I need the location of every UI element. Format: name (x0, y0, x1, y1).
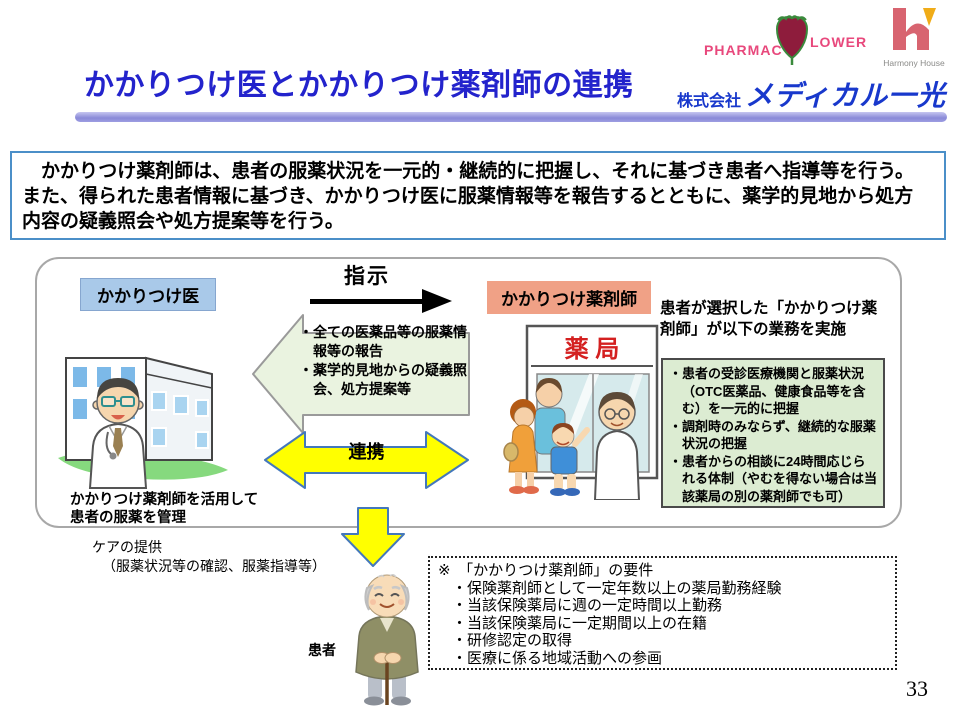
cooperation-label: 連携 (348, 442, 385, 462)
duties-box: ・患者の受診医療機関と服薬状況（OTC医薬品、健康食品等を含む）を一元的に把握 … (661, 358, 885, 508)
manage-line2: 患者の服薬を管理 (70, 510, 186, 527)
harmony-house-logo-text: Harmony House (883, 58, 945, 68)
care-line1: ケアの提供 (92, 539, 162, 555)
report-item: ・薬学的見地からの疑義照会、処方提案等 (299, 361, 467, 397)
page-number: 33 (906, 676, 928, 701)
requirement-item: ・当該保険薬局に一定期間以上の在籍 (452, 614, 708, 632)
requirement-item: ・研修認定の取得 (452, 632, 573, 649)
patient-label: 患者 (308, 642, 336, 658)
duty-item: ・患者からの相談に24時間応じられる体制（やむを得ない場合は当該薬局の別の薬剤師… (669, 453, 878, 504)
care-line2: （服薬状況等の確認、服薬指導等） (102, 557, 326, 574)
company-name: 株式会社 メディカル一光 (677, 74, 946, 114)
elderly-patient-illustration (355, 573, 419, 706)
instruction-arrow-line (310, 299, 424, 304)
care-provision-text: ケアの提供 （服薬状況等の確認、服薬指導等） (92, 538, 326, 576)
report-items: ・全ての医薬品等の服薬情報等の報告 ・薬学的見地からの疑義照会、処方提案等 (299, 323, 467, 399)
requirements-title: ※ 「かかりつけ薬剤師」の要件 (438, 562, 654, 579)
pharmacy-flower-logo-text1: PHARMAC (704, 42, 783, 58)
instruction-arrow-head-icon (422, 289, 452, 313)
title-underline-bar (75, 112, 947, 122)
pharmacy-flower-logo: PHARMAC LOWER (700, 10, 868, 66)
intro-box: かかりつけ薬剤師は、患者の服薬状況を一元的・継続的に把握し、それに基づき患者へ指… (10, 151, 946, 240)
manage-medication-text: かかりつけ薬剤師を活用して 患者の服薬を管理 (70, 491, 258, 527)
company-title: メディカル一光 (744, 80, 946, 111)
family-pharmacist-label: かかりつけ薬剤師 (487, 281, 652, 314)
manage-line1: かかりつけ薬剤師を活用して (70, 492, 259, 508)
requirement-item: ・医療に係る地域活動への参画 (452, 649, 663, 667)
company-prefix: 株式会社 (676, 93, 741, 110)
duty-item: ・患者の受診医療機関と服薬状況（OTC医薬品、健康食品等を含む）を一元的に把握 (669, 366, 866, 417)
selected-pharmacist-text: 患者が選択した「かかりつけ薬剤師」が以下の業務を実施 (660, 300, 878, 338)
requirements-box: ※ 「かかりつけ薬剤師」の要件 ・保険薬剤師として一定年数以上の薬局勤務経験 ・… (428, 556, 897, 670)
duty-item: ・調剤時のみならず、継続的な服薬状況の把握 (669, 418, 876, 452)
requirement-item: ・保険薬剤師として一定年数以上の薬局勤務経験 (452, 579, 782, 597)
requirements-items: ・保険薬剤師として一定年数以上の薬局勤務経験 ・当該保険薬局に週の一定時間以上勤… (438, 580, 887, 668)
family-doctor-label: かかりつけ医 (80, 278, 217, 311)
harmony-house-logo: Harmony House (874, 6, 954, 68)
instruction-label: 指示 (344, 265, 390, 288)
requirement-item: ・当該保険薬局に週の一定時間以上勤務 (452, 597, 723, 614)
harmony-house-h-icon (893, 8, 936, 50)
report-item: ・全ての医薬品等の服薬情報等の報告 (299, 324, 467, 359)
pharmacy-flower-logo-text2: LOWER (810, 34, 868, 50)
page-title: かかりつけ医とかかりつけ薬剤師の連携 (84, 69, 634, 102)
